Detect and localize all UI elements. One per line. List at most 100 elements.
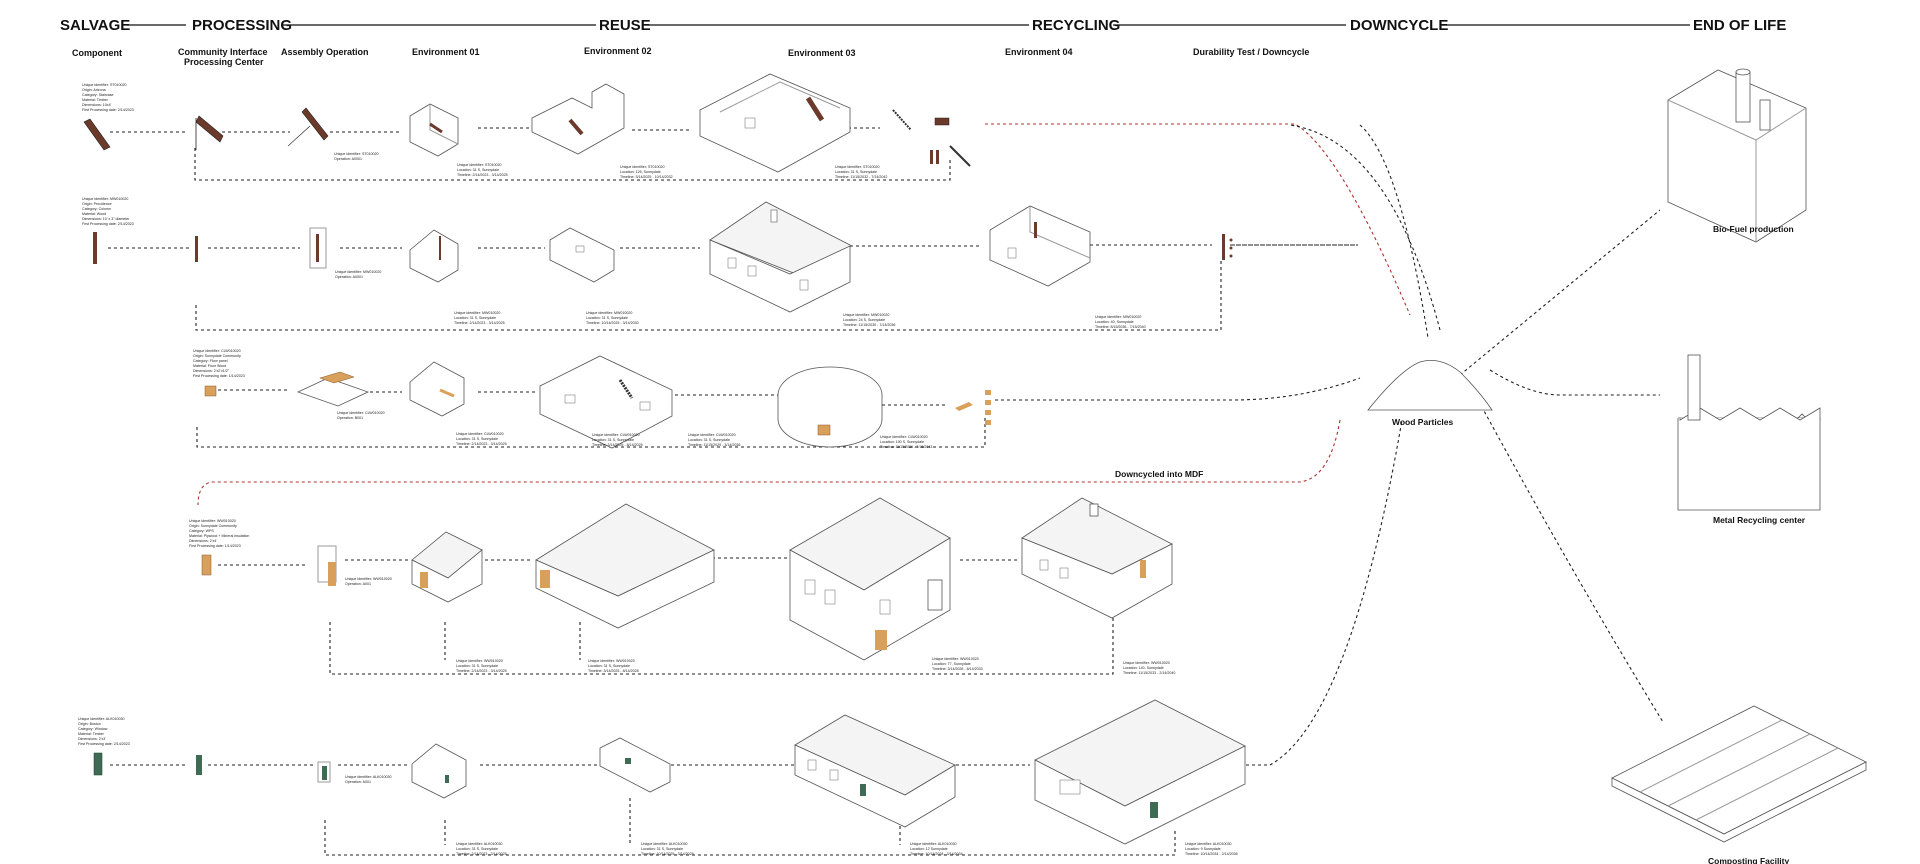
svg-text:Unique identifier: ALK010030: Unique identifier: ALK010030 bbox=[910, 842, 957, 846]
svg-text:Location: 31 S, Sunnydale: Location: 31 S, Sunnydale bbox=[592, 438, 634, 442]
stage-end-of-life: END OF LIFE bbox=[1693, 17, 1786, 34]
svg-text:Location: 77, Sunnydale: Location: 77, Sunnydale bbox=[932, 662, 971, 666]
label-composting: Composting Facility bbox=[1708, 856, 1790, 864]
environment-notes: Unique identifier: ST010020 Location: 31… bbox=[454, 163, 1238, 856]
svg-text:Location: 40, Sunnydale: Location: 40, Sunnydale bbox=[1095, 320, 1134, 324]
svg-text:First Processing date: 2/14/20: First Processing date: 2/14/2023 bbox=[78, 742, 130, 746]
svg-text:Timeline: 11/15/2033 - 2/14/20: Timeline: 11/15/2033 - 2/14/2040 bbox=[1123, 671, 1175, 675]
col-env-01: Environment 01 bbox=[412, 47, 480, 57]
svg-text:Location: 31 S, Sunnydale: Location: 31 S, Sunnydale bbox=[457, 168, 499, 172]
col-component: Component bbox=[72, 48, 122, 58]
svg-text:Location: 31 S, Sunnydale: Location: 31 S, Sunnydale bbox=[456, 664, 498, 668]
svg-text:Material: Floor Wood: Material: Floor Wood bbox=[193, 364, 226, 368]
svg-text:Category: Floor panel: Category: Floor panel bbox=[193, 359, 228, 363]
svg-text:Unique identifier: WW010020: Unique identifier: WW010020 bbox=[588, 659, 635, 663]
svg-text:Unique identifier: WW010020: Unique identifier: WW010020 bbox=[1123, 661, 1170, 665]
svg-text:Unique identifier: MW010020: Unique identifier: MW010020 bbox=[454, 311, 500, 315]
svg-text:Timeline: 2/14/2023 - 3/14/202: Timeline: 2/14/2023 - 3/14/2025 bbox=[454, 321, 505, 325]
stair-processing-icon bbox=[195, 115, 224, 150]
svg-text:Timeline: 3/14/2025 - 8/14/202: Timeline: 3/14/2025 - 8/14/2028 bbox=[588, 669, 639, 673]
svg-text:Location: 125, Sunnydale: Location: 125, Sunnydale bbox=[620, 170, 661, 174]
svg-text:Material: Timber: Material: Timber bbox=[78, 732, 105, 736]
svg-text:Location: 24 S, Sunnydale: Location: 24 S, Sunnydale bbox=[843, 318, 885, 322]
svg-text:Dimensions: 2'x4': Dimensions: 2'x4' bbox=[189, 539, 217, 543]
stair-env-03 bbox=[699, 73, 851, 173]
stage-recycling: RECYCLING bbox=[1032, 17, 1120, 34]
svg-text:Category: Window: Category: Window bbox=[78, 727, 108, 731]
col-env-04: Environment 04 bbox=[1005, 47, 1073, 57]
svg-text:Timeline: 8/15/2036 - 7/15/204: Timeline: 8/15/2036 - 7/15/2040 bbox=[1095, 325, 1146, 329]
col-community-2: Processing Center bbox=[184, 57, 264, 67]
svg-text:Unique identifier: ST010020: Unique identifier: ST010020 bbox=[82, 83, 127, 87]
panel-env-01 bbox=[409, 361, 465, 417]
col-assembly: Assembly Operation bbox=[281, 47, 369, 57]
svg-text:Origin: Arizona: Origin: Arizona bbox=[82, 88, 106, 92]
column-env-02 bbox=[549, 227, 615, 283]
panel-assembly-icon bbox=[296, 371, 370, 407]
svg-text:Unique identifier: CLW010020: Unique identifier: CLW010020 bbox=[193, 349, 241, 353]
svg-text:Location: 31 S, Sunnydale: Location: 31 S, Sunnydale bbox=[454, 316, 496, 320]
svg-text:Location: 12 Sunnydale: Location: 12 Sunnydale bbox=[910, 847, 948, 851]
svg-text:Unique identifier: CLW010020: Unique identifier: CLW010020 bbox=[456, 432, 504, 436]
svg-text:Location: 31 S, Sunnydale: Location: 31 S, Sunnydale bbox=[688, 438, 730, 442]
svg-text:Origin: Providence: Origin: Providence bbox=[82, 202, 112, 206]
svg-text:Unique identifier: MW010020: Unique identifier: MW010020 bbox=[586, 311, 632, 315]
stair-component-icon bbox=[83, 118, 111, 151]
svg-text:Unique identifier: CLW010020: Unique identifier: CLW010020 bbox=[880, 435, 928, 439]
svg-text:Timeline: 10/14/2025 - 3/14/20: Timeline: 10/14/2025 - 3/14/2030 bbox=[586, 321, 639, 325]
svg-text:Unique identifier: ST010020: Unique identifier: ST010020 bbox=[457, 163, 502, 167]
window-component-icon bbox=[93, 752, 103, 776]
wall-assembly-icon bbox=[317, 545, 337, 586]
svg-text:Timeline: 3/14/2025 - 10/14/20: Timeline: 3/14/2025 - 10/14/2032 bbox=[620, 175, 673, 179]
panel-durability-icons bbox=[955, 390, 991, 425]
flow-lines bbox=[108, 123, 1664, 856]
svg-text:Unique identifier: ST010020: Unique identifier: ST010020 bbox=[835, 165, 880, 169]
svg-text:Origin: Sunnydale Community: Origin: Sunnydale Community bbox=[189, 524, 237, 528]
svg-text:Timeline: 11/15/2036 - 7/15/20: Timeline: 11/15/2036 - 7/15/2043 bbox=[880, 445, 932, 449]
svg-text:Timeline: 2/14/2023 - 3/14/202: Timeline: 2/14/2023 - 3/14/2025 bbox=[456, 669, 507, 673]
row-stair bbox=[83, 73, 971, 173]
svg-text:Unique identifier: ST010020: Unique identifier: ST010020 bbox=[620, 165, 665, 169]
wall-env-04 bbox=[1021, 497, 1173, 619]
spec-stair: Unique identifier: ST010020 Origin: Ariz… bbox=[82, 83, 134, 112]
window-env-04 bbox=[1034, 699, 1246, 845]
column-component-icon bbox=[93, 232, 97, 264]
column-env-01 bbox=[409, 229, 459, 283]
svg-text:Location: 9 Sunnydale: Location: 9 Sunnydale bbox=[1185, 847, 1221, 851]
label-wood-particles: Wood Particles bbox=[1392, 417, 1454, 427]
col-env-03: Environment 03 bbox=[788, 48, 856, 58]
svg-text:Dimensions: 2'x2'x1/2": Dimensions: 2'x2'x1/2" bbox=[193, 369, 230, 373]
wall-env-01 bbox=[411, 531, 483, 603]
svg-text:Material: Timber: Material: Timber bbox=[82, 98, 109, 102]
column-durability-icons bbox=[1222, 234, 1233, 260]
stair-env-01 bbox=[409, 103, 459, 157]
window-env-01 bbox=[411, 743, 467, 799]
svg-text:Timeline: 3/14/2025 - 8/14/202: Timeline: 3/14/2025 - 8/14/2029 bbox=[592, 443, 643, 447]
row-wall bbox=[201, 497, 1173, 661]
wall-component-icon bbox=[201, 554, 212, 576]
svg-text:Timeline: 3/14/2028 - 8/14/203: Timeline: 3/14/2028 - 8/14/2033 bbox=[932, 667, 983, 671]
svg-text:Location: 31 S, Sunnydale: Location: 31 S, Sunnydale bbox=[641, 847, 683, 851]
column-env-04 bbox=[989, 205, 1091, 287]
svg-text:First Processing date: 1/14/20: First Processing date: 1/14/2023 bbox=[189, 544, 241, 548]
stage-processing: PROCESSING bbox=[192, 17, 292, 34]
window-env-03 bbox=[794, 714, 956, 828]
stair-durability-icons bbox=[892, 109, 971, 167]
svg-text:Origin: Boston: Origin: Boston bbox=[78, 722, 101, 726]
svg-text:Origin: Sunnydale Community: Origin: Sunnydale Community bbox=[193, 354, 241, 358]
stair-assembly-icon bbox=[287, 107, 329, 147]
svg-text:Timeline: 11/15/2032 - 7/14/20: Timeline: 11/15/2032 - 7/14/2042 bbox=[835, 175, 887, 179]
stage-reuse: REUSE bbox=[599, 17, 651, 34]
svg-text:Unique identifier: WW010020: Unique identifier: WW010020 bbox=[932, 657, 979, 661]
spec-window: Unique identifier: ALK010030 Origin: Bos… bbox=[78, 717, 130, 746]
svg-text:Timeline: 10/14/2025 - 3/14/20: Timeline: 10/14/2025 - 3/14/2028 bbox=[641, 852, 694, 856]
svg-text:First Processing date: 2/14/20: First Processing date: 2/14/2023 bbox=[82, 108, 134, 112]
svg-text:Material: Plywood + Mineral in: Material: Plywood + Mineral insulation bbox=[189, 534, 249, 538]
window-processing-icon bbox=[196, 755, 202, 775]
stage-header: SALVAGE PROCESSING REUSE RECYCLING DOWNC… bbox=[60, 17, 1786, 34]
svg-text:Unique identifier: ALK010030: Unique identifier: ALK010030 bbox=[1185, 842, 1232, 846]
svg-text:Category: Column: Category: Column bbox=[82, 207, 111, 211]
spec-column: Unique identifier: MW010020 Origin: Prov… bbox=[82, 197, 134, 226]
stage-downcycle: DOWNCYCLE bbox=[1350, 17, 1448, 34]
